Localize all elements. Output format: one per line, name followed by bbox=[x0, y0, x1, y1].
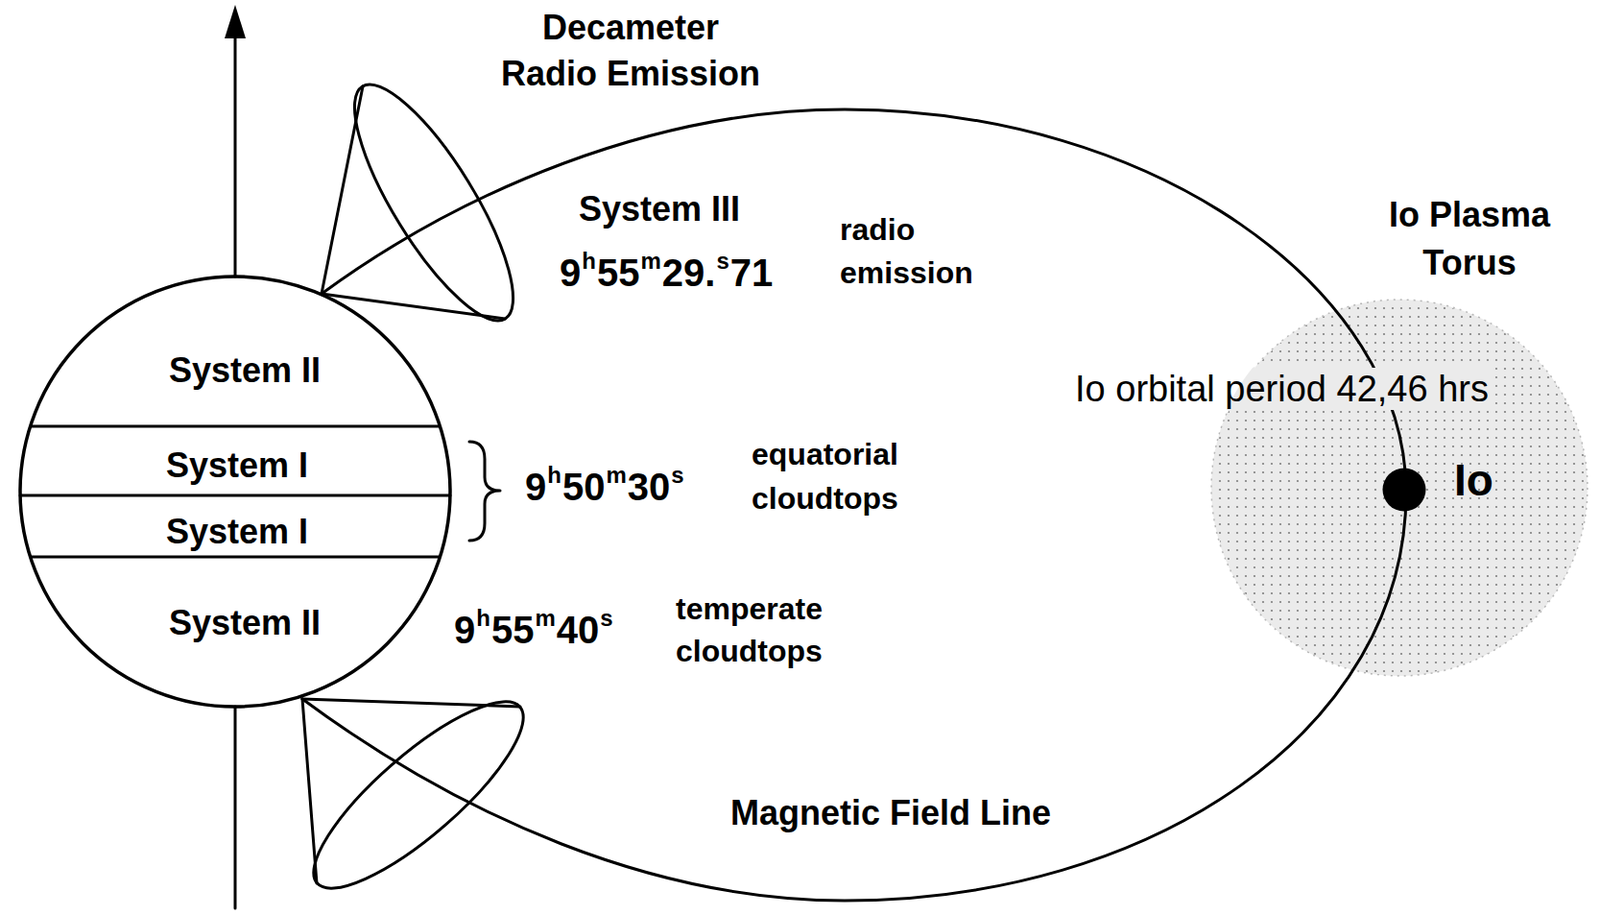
band-region: System II bbox=[163, 600, 327, 645]
superscript-unit: s bbox=[599, 604, 613, 631]
system-name: System III bbox=[578, 189, 741, 230]
band-line bbox=[30, 425, 440, 429]
band-line bbox=[20, 494, 451, 498]
planet-outline bbox=[20, 276, 451, 707]
band-region: System II bbox=[163, 348, 327, 392]
period-note: equatorial cloudtops bbox=[751, 431, 899, 521]
moon-shape bbox=[1382, 467, 1427, 512]
superscript-unit: h bbox=[547, 461, 562, 488]
emission-cone-side bbox=[321, 293, 505, 319]
figure-heading: Decameter Radio Emission bbox=[501, 4, 761, 97]
rotation-axis bbox=[234, 706, 238, 908]
band-label: System I bbox=[166, 445, 309, 485]
moon-label: Io bbox=[1454, 454, 1494, 505]
emission-cone-rim bbox=[290, 675, 547, 913]
rotation-period: 9h55m40s bbox=[453, 607, 615, 658]
axis-arrowhead bbox=[224, 4, 246, 39]
superscript-unit: h bbox=[581, 247, 597, 274]
curly-brace bbox=[469, 441, 501, 541]
orbital-period-note: Io orbital period 42,46 hrs bbox=[1071, 367, 1493, 410]
moon-disc bbox=[1383, 468, 1427, 512]
torus-dots bbox=[1212, 300, 1587, 675]
superscript-unit: m bbox=[534, 604, 555, 631]
band-label: System I bbox=[166, 511, 309, 551]
superscript-unit: s bbox=[716, 247, 729, 274]
rotation-axis bbox=[234, 34, 238, 277]
rotation-period: 9h55m29.s71 bbox=[559, 250, 773, 301]
emission-cone-side bbox=[302, 698, 521, 707]
rotation-period: 9h50m30s bbox=[525, 464, 686, 515]
superscript-unit: m bbox=[640, 247, 661, 274]
superscript-unit: m bbox=[605, 461, 626, 488]
superscript-unit: h bbox=[476, 604, 491, 631]
band-region: System I bbox=[160, 509, 314, 553]
emission-cone-side bbox=[321, 86, 363, 294]
superscript-unit: s bbox=[670, 461, 684, 488]
period-note: radio emission bbox=[839, 208, 974, 295]
period-note: temperate cloudtops bbox=[675, 587, 823, 672]
band-label: System II bbox=[168, 602, 321, 643]
torus-heading: Io Plasma Torus bbox=[1388, 191, 1551, 287]
band-label: System II bbox=[168, 350, 321, 390]
torus-fill bbox=[1211, 299, 1588, 676]
plasma-torus: Io Plasma TorusIo bbox=[1209, 297, 1590, 678]
band-region: System I bbox=[160, 443, 314, 487]
emission-cone-side bbox=[302, 698, 317, 884]
band-line bbox=[30, 555, 440, 559]
moon-dot: Io bbox=[1382, 467, 1427, 512]
field-line-label: Magnetic Field Line bbox=[730, 792, 1051, 834]
